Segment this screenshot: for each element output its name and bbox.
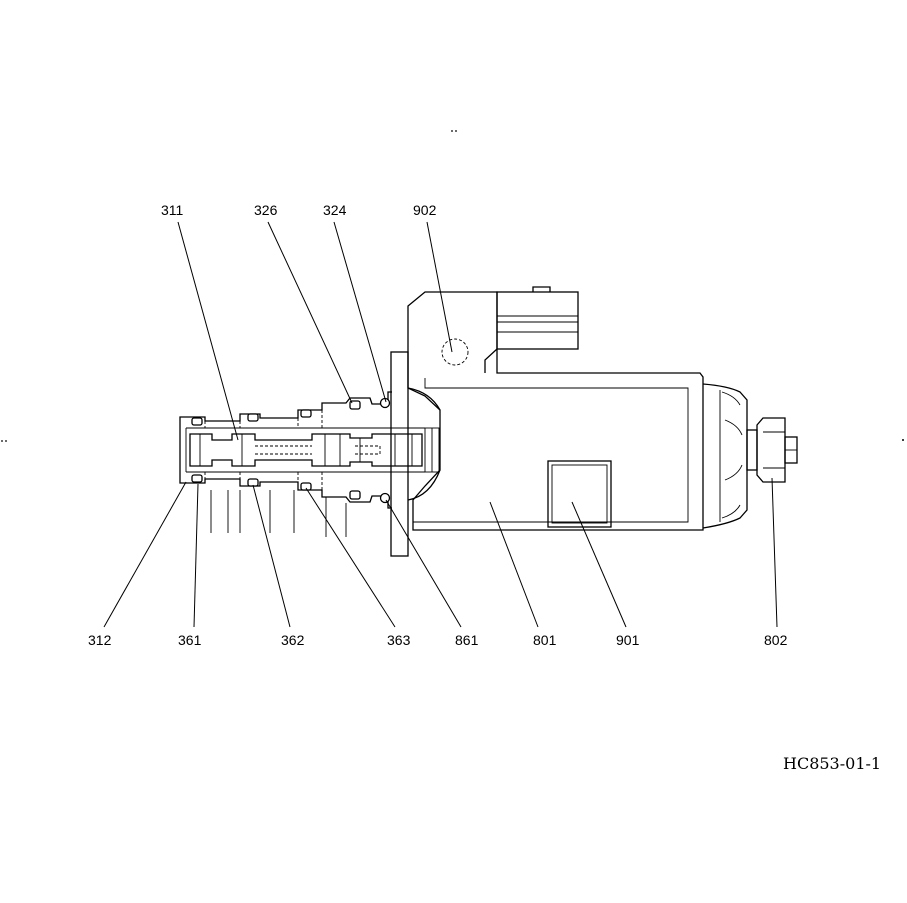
label-801: 801 [533, 632, 557, 648]
valve-sleeve [179, 391, 440, 537]
nameplate [547, 460, 612, 528]
connector-housing [441, 286, 579, 373]
label-901: 901 [616, 632, 640, 648]
registration-marks [1, 130, 904, 442]
label-326: 326 [254, 202, 278, 218]
label-312: 312 [88, 632, 112, 648]
label-361: 361 [178, 632, 202, 648]
label-861: 861 [455, 632, 479, 648]
part-labels: 311 326 324 902 312 361 362 363 861 801 … [88, 202, 788, 648]
label-324: 324 [323, 202, 347, 218]
drawing-code: HC853-01-1 [783, 754, 881, 773]
label-802: 802 [764, 632, 788, 648]
label-363: 363 [387, 632, 411, 648]
label-902: 902 [413, 202, 437, 218]
leader-lines [103, 221, 778, 628]
end-nut [702, 383, 798, 529]
label-311: 311 [161, 202, 184, 218]
label-362: 362 [281, 632, 305, 648]
